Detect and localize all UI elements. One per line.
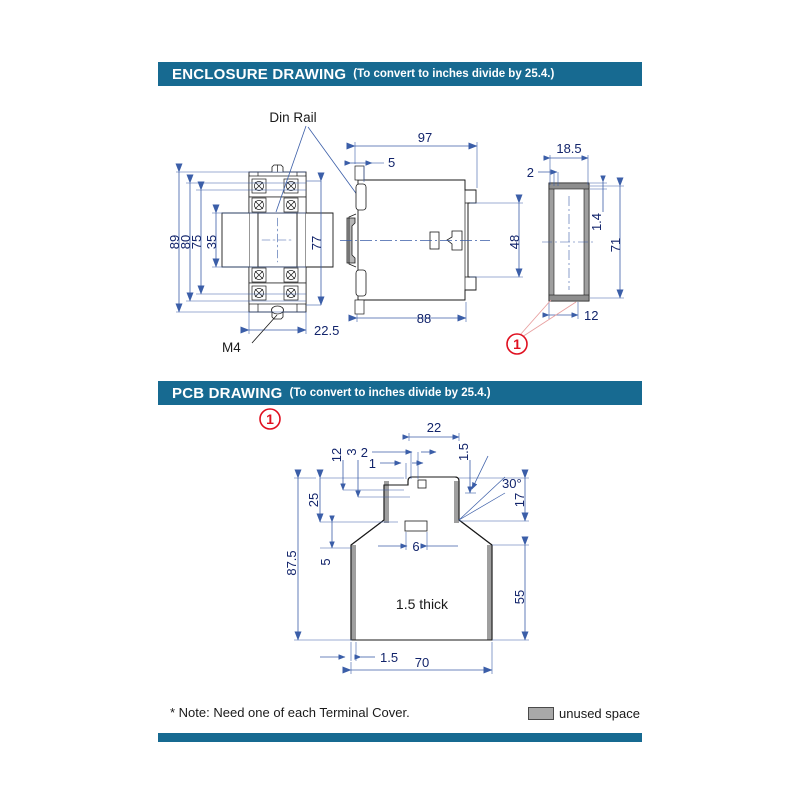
dim-77: 77 — [309, 236, 324, 250]
pcb-left-dimensions — [294, 469, 404, 641]
dim-pcb-70: 70 — [415, 655, 429, 670]
pcb-left-dimension-labels: 25 5 87.5 — [284, 493, 333, 576]
pcb-bottom-dimension-labels: 1.5 70 — [380, 650, 429, 670]
marker-number-pcb: 1 — [266, 411, 274, 427]
footer-note: * Note: Need one of each Terminal Cover. — [170, 705, 410, 720]
marker-number-enclosure: 1 — [513, 336, 521, 352]
section-title-enclosure: ENCLOSURE DRAWING — [172, 65, 347, 83]
dim-pcb-87-5: 87.5 — [284, 550, 299, 575]
dim-5: 5 — [388, 155, 395, 170]
dim-97: 97 — [418, 130, 432, 145]
pcb-bottom-dimensions — [320, 642, 493, 674]
dim-71: 71 — [608, 238, 623, 252]
dim-pcb-55: 55 — [512, 590, 527, 604]
pcb-top-dimensions — [340, 433, 529, 522]
pcb-right-dimensions — [492, 536, 529, 641]
enclosure-end-view — [542, 182, 596, 302]
pcb-thickness-label: 1.5 thick — [396, 596, 449, 612]
dim-12: 12 — [584, 308, 598, 323]
section-subtitle-enclosure: (To convert to inches divide by 25.4.) — [353, 68, 555, 80]
section-header-pcb: PCB DRAWING (To convert to inches divide… — [158, 381, 642, 405]
enclosure-side-dimensions — [344, 142, 523, 322]
dim-35: 35 — [204, 235, 219, 249]
section-title-pcb: PCB DRAWING — [172, 384, 283, 402]
dim-pcb-6: 6 — [412, 539, 419, 554]
section-subtitle-pcb: (To convert to inches divide by 25.4.) — [289, 387, 491, 399]
pcb-marker-1: 1 — [259, 408, 281, 430]
dim-88: 88 — [417, 311, 431, 326]
dim-2: 2 — [527, 165, 534, 180]
dim-pcb-3: 3 — [344, 448, 359, 455]
dim-22-5: 22.5 — [314, 323, 339, 338]
dim-pcb-30deg: 30° — [502, 476, 522, 491]
pcb-top-dimension-labels: 22 2 1 1.5 3 12 30° 17 — [329, 420, 527, 507]
label-m4: M4 — [222, 340, 241, 355]
dim-75: 75 — [189, 235, 204, 249]
dim-80: 80 — [178, 235, 193, 249]
enclosure-front-dimensions — [175, 163, 325, 334]
detail-marker-1-enclosure: 1 — [506, 299, 577, 355]
footer-bar — [158, 733, 642, 742]
dim-1-4: 1.4 — [589, 213, 604, 231]
enclosure-side-dimension-labels: 97 5 88 48 — [388, 130, 522, 326]
legend-unused-space: unused space — [528, 706, 640, 721]
m4-leader: M4 — [222, 314, 278, 355]
section-header-enclosure: ENCLOSURE DRAWING (To convert to inches … — [158, 62, 642, 86]
dim-pcb-bottom-1-5: 1.5 — [380, 650, 398, 665]
pcb-inner-dimensions — [378, 532, 458, 550]
dim-pcb-12: 12 — [329, 448, 344, 462]
dim-pcb-2: 2 — [361, 445, 368, 460]
enclosure-side-view — [340, 165, 490, 315]
enclosure-end-dimensions — [538, 155, 624, 319]
dim-pcb-5: 5 — [318, 558, 333, 565]
dim-48: 48 — [507, 235, 522, 249]
dim-pcb-22: 22 — [427, 420, 441, 435]
dim-pcb-17: 17 — [512, 493, 527, 507]
dim-89: 89 — [167, 235, 182, 249]
enclosure-end-dimension-labels: 18.5 2 1.4 71 12 — [527, 141, 623, 323]
din-rail-leader: Din Rail — [269, 110, 359, 213]
enclosure-front-dimension-labels: 89 80 75 35 77 22.5 — [167, 235, 339, 338]
pcb-outline — [350, 476, 493, 641]
dim-pcb-1-5: 1.5 — [456, 443, 471, 461]
unused-space-swatch — [528, 707, 554, 720]
dim-pcb-1: 1 — [369, 456, 376, 471]
legend-label: unused space — [559, 706, 640, 721]
label-din-rail: Din Rail — [269, 110, 316, 125]
dim-18-5: 18.5 — [556, 141, 581, 156]
dim-pcb-25: 25 — [306, 493, 321, 507]
